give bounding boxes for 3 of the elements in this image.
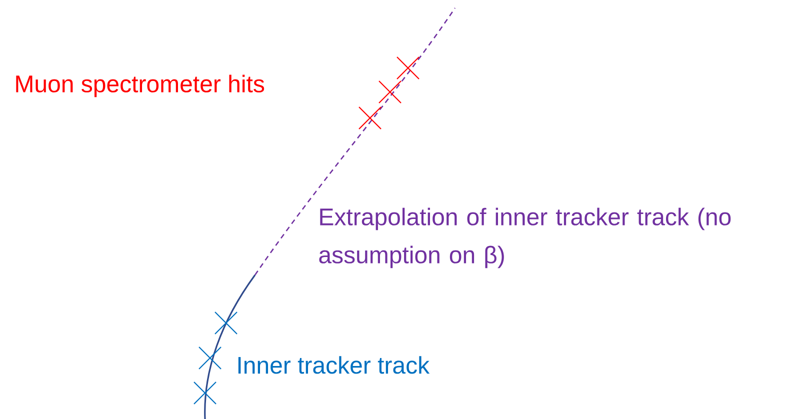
annotation-text: Extrapolation of inner tracker track (no assumption on β) <box>319 208 731 268</box>
annotation-text: Muon spectrometer hits <box>16 74 264 98</box>
annotation-text: Inner tracker track <box>238 356 430 374</box>
